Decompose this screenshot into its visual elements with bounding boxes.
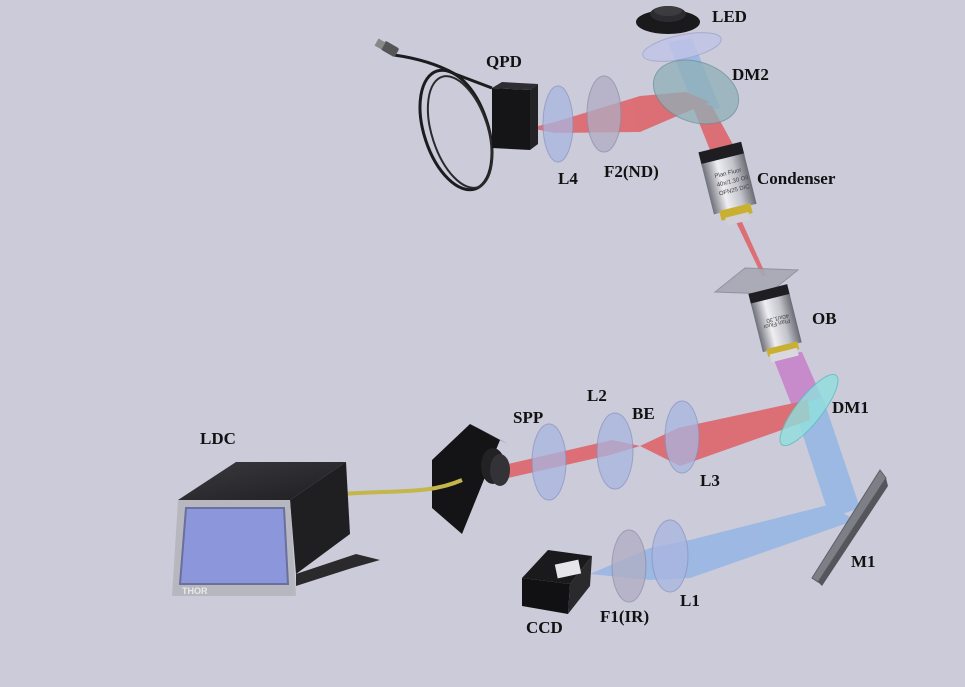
dm1-dichroic-mirror	[779, 373, 839, 447]
label-qpd: QPD	[486, 52, 522, 71]
label-dm1: DM1	[832, 398, 869, 417]
f2-nd-filter	[586, 75, 622, 153]
l2-lens	[596, 412, 634, 490]
component-labels: LED QPD DM2 L4 F2(ND) Condenser OB L2 BE…	[200, 7, 876, 637]
qpd-detector	[374, 38, 538, 192]
label-l3: L3	[700, 471, 720, 490]
label-ldc: LDC	[200, 429, 236, 448]
f1-ir-filter	[611, 529, 647, 603]
laser-red-beam	[508, 400, 810, 478]
label-dm2: DM2	[732, 65, 769, 84]
focus-red-beam	[736, 222, 766, 276]
label-l1: L1	[680, 591, 700, 610]
spp-spiral-phase-plate	[531, 423, 567, 501]
l3-lens	[664, 400, 700, 474]
dm2-dichroic-mirror	[652, 59, 740, 125]
label-led: LED	[712, 7, 747, 26]
sample-slide	[713, 267, 800, 295]
led-source	[636, 6, 700, 34]
ccd-camera	[522, 550, 592, 614]
fiber-cable	[339, 478, 463, 496]
laser-head	[432, 424, 510, 534]
label-condenser: Condenser	[757, 169, 836, 188]
label-f1: F1(IR)	[600, 607, 649, 626]
label-l2: L2	[587, 386, 607, 405]
label-ccd: CCD	[526, 618, 563, 637]
m1-mirror-face	[818, 478, 888, 586]
label-ob: OB	[812, 309, 837, 328]
l4-lens	[542, 85, 574, 163]
ldc-brand-text: THOR	[182, 586, 208, 596]
svg-text:40x/1.30: 40x/1.30	[765, 312, 789, 324]
label-m1: M1	[851, 552, 876, 571]
label-f2: F2(ND)	[604, 162, 659, 181]
condenser-objective: Plan Fluor 40x/1.30 Oil OFN25 DIC	[698, 141, 757, 226]
label-spp: SPP	[513, 408, 543, 427]
ldc-controller: THOR	[172, 462, 380, 596]
ob-objective: Plan Fluor 40x/1.30	[748, 284, 802, 363]
l1-lens	[651, 519, 689, 593]
label-be: BE	[632, 404, 655, 423]
led-diffuser	[642, 32, 722, 62]
label-l4: L4	[558, 169, 578, 188]
